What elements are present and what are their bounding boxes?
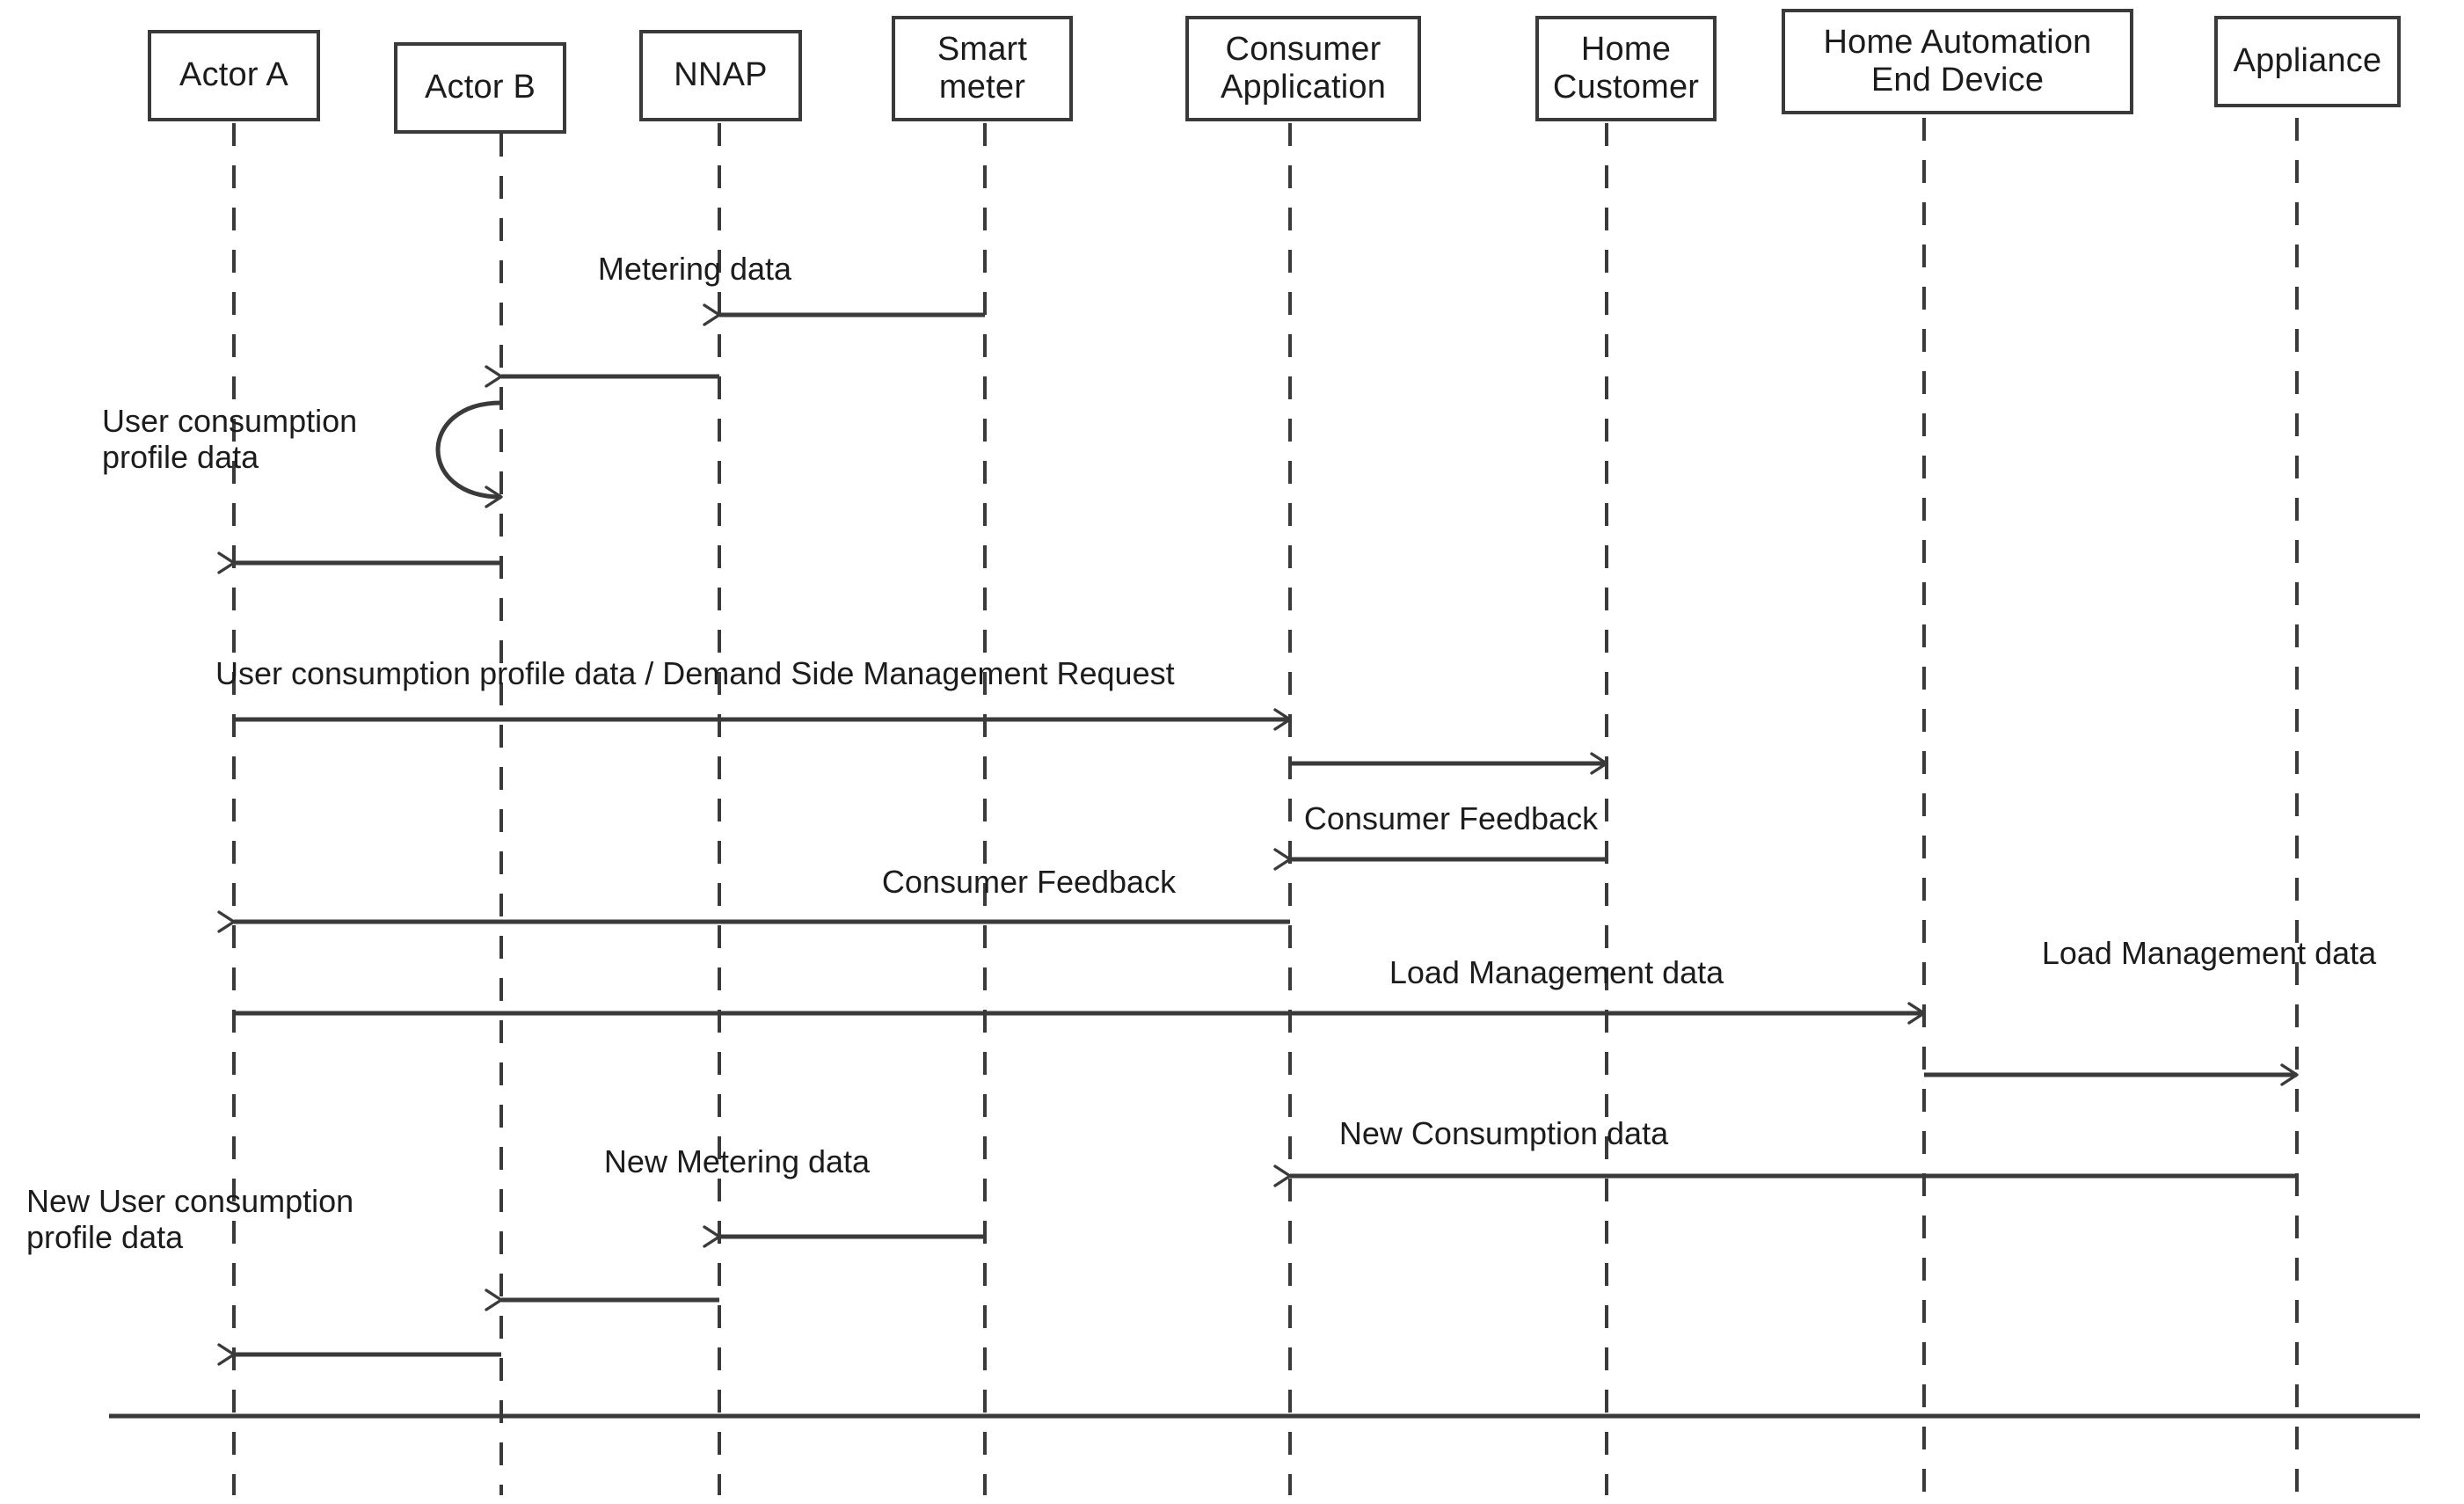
participant-box-ha-end-device[interactable]: Home Automation End Device: [1782, 9, 2133, 114]
participant-box-consumer-app[interactable]: Consumer Application: [1185, 16, 1421, 121]
participant-label: Actor A: [179, 56, 288, 94]
lifelines-layer: [232, 118, 2299, 1495]
participant-label: NNAP: [674, 56, 768, 94]
participant-label: Consumer Application: [1220, 30, 1387, 106]
message-label-m10: Load Management data: [2041, 935, 2377, 971]
message-label-m1: Metering data: [597, 251, 792, 287]
message-label-m5: User consumption profile data / Demand S…: [215, 655, 1175, 691]
participant-label: Actor B: [425, 69, 536, 106]
participant-label: Home Automation End Device: [1823, 23, 2092, 99]
participant-box-actor-b[interactable]: Actor B: [394, 42, 566, 134]
message-label-m11: New Consumption data: [1338, 1115, 1669, 1151]
participant-label: Home Customer: [1552, 30, 1700, 106]
message-label-m7: Consumer Feedback: [1303, 800, 1599, 836]
message-label-m12: New Metering data: [603, 1143, 871, 1179]
participant-box-home-customer[interactable]: Home Customer: [1535, 16, 1717, 121]
participant-box-nnap[interactable]: NNAP: [639, 30, 802, 121]
participant-box-actor-a[interactable]: Actor A: [148, 30, 320, 121]
message-label-m3: User consumption profile data: [102, 403, 358, 476]
participant-box-appliance[interactable]: Appliance: [2214, 16, 2401, 107]
message-label-m8: Consumer Feedback: [881, 864, 1177, 900]
messages-layer: [217, 303, 2299, 1366]
message-label-m14: New User consumption profile data: [26, 1183, 354, 1256]
participant-box-smart-meter[interactable]: Smart meter: [892, 16, 1073, 121]
message-label-m9: Load Management data: [1389, 954, 1724, 990]
message-arrow-m3: [435, 400, 503, 508]
participant-label: Appliance: [2233, 42, 2382, 80]
participant-label: Smart meter: [937, 30, 1028, 106]
